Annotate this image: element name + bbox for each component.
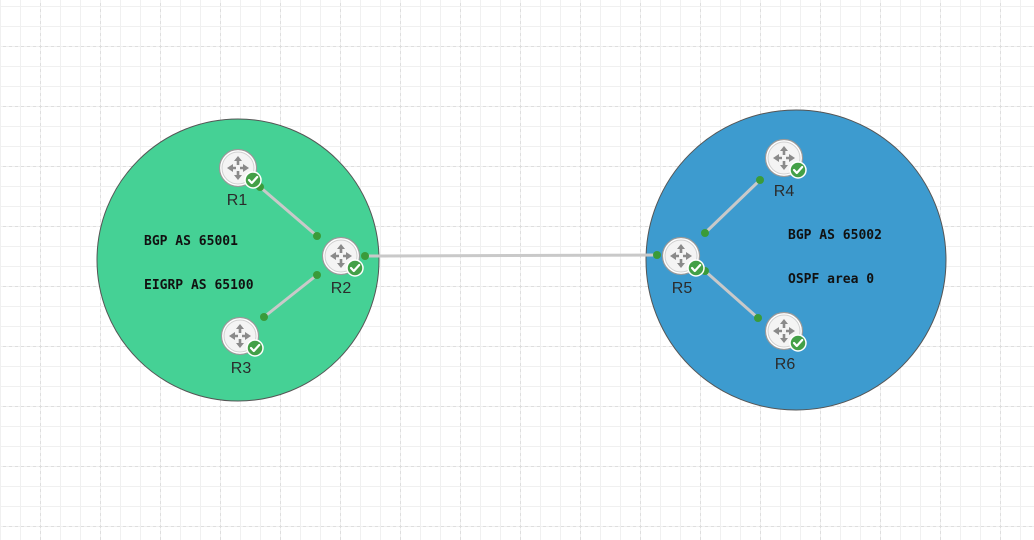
router-label: R1 bbox=[227, 192, 248, 209]
router-r1[interactable]: R1 bbox=[218, 148, 263, 210]
router-label: R3 bbox=[231, 360, 252, 377]
link-r4-r5[interactable] bbox=[701, 176, 764, 237]
port-r6[interactable] bbox=[754, 314, 762, 322]
router-r2[interactable]: R2 bbox=[321, 236, 365, 298]
router-label: R4 bbox=[774, 183, 795, 200]
check-circle-icon bbox=[788, 333, 808, 353]
area-label-bgp-65001: BGP AS 65001 bbox=[144, 234, 238, 249]
router-r4[interactable]: R4 bbox=[764, 138, 808, 201]
port-r3[interactable] bbox=[260, 313, 268, 321]
link-r3-r2[interactable] bbox=[260, 271, 321, 321]
area-as-65001[interactable] bbox=[96, 118, 380, 402]
check-circle-icon bbox=[788, 160, 808, 180]
link-r2-r5[interactable] bbox=[361, 251, 661, 260]
router-r6[interactable]: R6 bbox=[764, 311, 808, 374]
port-r2-c[interactable] bbox=[361, 252, 369, 260]
area-label-eigrp-65100: EIGRP AS 65100 bbox=[144, 278, 254, 293]
check-circle-icon bbox=[243, 170, 263, 190]
router-label: R6 bbox=[775, 356, 796, 373]
port-r2-a[interactable] bbox=[313, 232, 321, 240]
link-r1-r2[interactable] bbox=[256, 183, 321, 240]
area-as-65002[interactable] bbox=[645, 109, 947, 411]
router-r3[interactable]: R3 bbox=[220, 316, 265, 378]
area-label-bgp-65002: BGP AS 65002 bbox=[788, 228, 882, 243]
check-circle-icon bbox=[345, 258, 365, 278]
check-circle-icon bbox=[686, 258, 706, 278]
port-r4[interactable] bbox=[756, 176, 764, 184]
router-label: R5 bbox=[672, 280, 693, 297]
port-r5-a[interactable] bbox=[653, 251, 661, 259]
router-label: R2 bbox=[331, 280, 352, 297]
port-r2-b[interactable] bbox=[313, 271, 321, 279]
port-r5-b[interactable] bbox=[701, 229, 709, 237]
area-label-ospf-area-0: OSPF area 0 bbox=[788, 272, 874, 287]
router-r5[interactable]: R5 bbox=[661, 236, 706, 298]
check-circle-icon bbox=[245, 338, 265, 358]
